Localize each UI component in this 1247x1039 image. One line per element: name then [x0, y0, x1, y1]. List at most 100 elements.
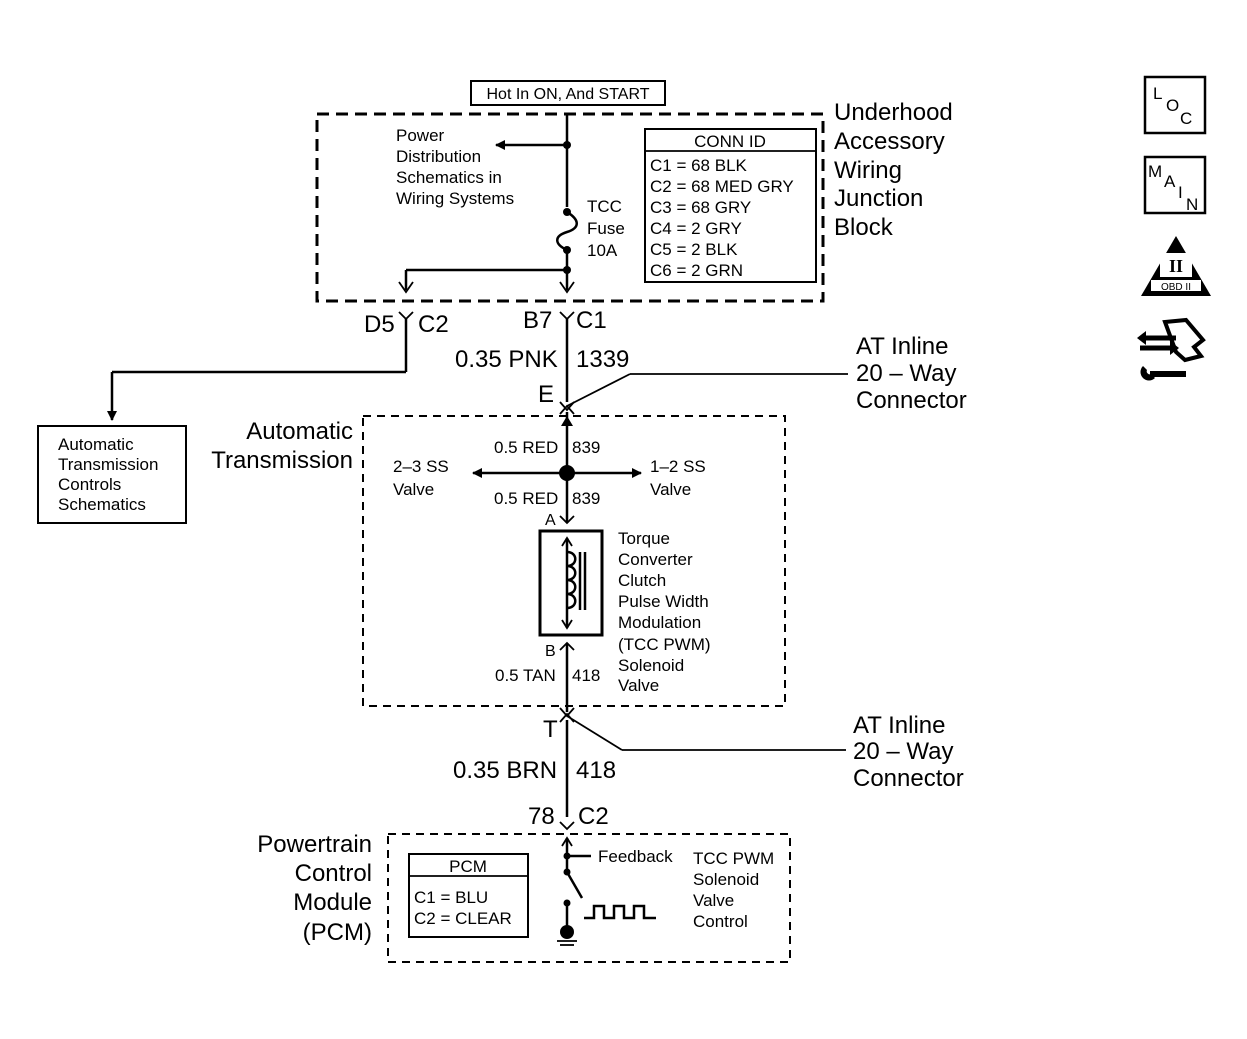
- svg-text:Automatic: Automatic: [246, 418, 353, 445]
- svg-text:Fuse: Fuse: [587, 219, 625, 238]
- svg-text:Schematics in: Schematics in: [396, 168, 502, 187]
- loc-icon[interactable]: L O C: [1143, 75, 1207, 135]
- svg-text:C: C: [1180, 109, 1192, 128]
- tcc-fuse-symbol: [556, 210, 578, 252]
- wire-tan-circuit: 418: [572, 666, 600, 685]
- svg-text:Pulse Width: Pulse Width: [618, 592, 709, 611]
- inline-connector-bottom-label: AT Inline 20 – Way Connector: [853, 712, 964, 792]
- svg-text:Block: Block: [834, 214, 894, 241]
- svg-text:L: L: [1153, 84, 1162, 103]
- conn-id-table: CONN ID C1 = 68 BLK C2 = 68 MED GRY C3 =…: [644, 128, 817, 283]
- connector-b: B: [545, 643, 556, 660]
- svg-text:Valve: Valve: [693, 891, 734, 910]
- svg-text:Torque: Torque: [618, 529, 670, 548]
- svg-text:Connector: Connector: [856, 387, 967, 414]
- svg-text:AT Inline: AT Inline: [853, 712, 946, 739]
- wire-pnk: 0.35 PNK: [455, 346, 558, 373]
- atc-schematics-label: Automatic Transmission Controls Schemati…: [58, 435, 158, 514]
- connector-e: E: [538, 381, 554, 408]
- connector-t: T: [543, 716, 558, 743]
- svg-text:I: I: [1178, 183, 1183, 202]
- svg-text:Valve: Valve: [393, 480, 434, 499]
- wire-red-top-circuit: 839: [572, 438, 600, 457]
- svg-text:II: II: [1169, 256, 1183, 276]
- svg-text:Control: Control: [295, 860, 372, 887]
- wire-red-top: 0.5 RED: [494, 438, 558, 457]
- svg-text:C4 = 2 GRY: C4 = 2 GRY: [650, 219, 742, 238]
- wire-brn: 0.35 BRN: [453, 757, 557, 784]
- obd-ii-icon[interactable]: II OBD II: [1141, 236, 1211, 296]
- svg-text:TCC: TCC: [587, 197, 622, 216]
- pwm-waveform-icon: [584, 904, 656, 920]
- svg-text:10A: 10A: [587, 241, 618, 260]
- svg-text:Clutch: Clutch: [618, 571, 666, 590]
- tcc-fuse-label: TCC Fuse 10A: [587, 197, 625, 260]
- connector-tool-icon[interactable]: [1137, 317, 1206, 381]
- svg-text:Valve: Valve: [618, 676, 659, 695]
- svg-text:Junction: Junction: [834, 185, 923, 212]
- svg-text:Underhood: Underhood: [834, 99, 953, 126]
- svg-text:C5 = 2 BLK: C5 = 2 BLK: [650, 240, 738, 259]
- svg-text:C2 = 68 MED GRY: C2 = 68 MED GRY: [650, 177, 794, 196]
- svg-text:(TCC PWM): (TCC PWM): [618, 635, 711, 654]
- svg-text:Wiring: Wiring: [834, 157, 902, 184]
- svg-text:Modulation: Modulation: [618, 613, 701, 632]
- ss12-valve-label: 1–2 SS Valve: [650, 457, 706, 499]
- svg-text:Automatic: Automatic: [58, 435, 134, 454]
- svg-text:Valve: Valve: [650, 480, 691, 499]
- svg-text:CONN ID: CONN ID: [694, 132, 766, 151]
- connector-d5: D5: [364, 311, 395, 338]
- connector-78: 78: [528, 803, 555, 830]
- svg-text:Transmission: Transmission: [58, 455, 158, 474]
- power-distribution-label: Power Distribution Schematics in Wiring …: [396, 126, 514, 208]
- svg-text:C1 = 68 BLK: C1 = 68 BLK: [650, 156, 748, 175]
- tcc-pwm-solenoid-symbol: [538, 529, 604, 637]
- svg-text:Transmission: Transmission: [211, 447, 353, 474]
- feedback-label: Feedback: [598, 847, 673, 866]
- wire-brn-circuit: 418: [576, 757, 616, 784]
- svg-text:Powertrain: Powertrain: [257, 831, 372, 858]
- svg-text:O: O: [1166, 96, 1179, 115]
- wire-red-bot-circuit: 839: [572, 489, 600, 508]
- pcm-switch: [565, 871, 584, 899]
- svg-text:2–3 SS: 2–3 SS: [393, 457, 449, 476]
- pcm-title: Powertrain Control Module (PCM): [257, 831, 372, 946]
- svg-text:Connector: Connector: [853, 765, 964, 792]
- svg-text:20 – Way: 20 – Way: [856, 360, 957, 387]
- connector-c1: C1: [576, 307, 607, 334]
- tcc-pwm-control-label: TCC PWM Solenoid Valve Control: [693, 849, 774, 931]
- wire-tan: 0.5 TAN: [495, 666, 556, 685]
- connector-arrow-d5: [398, 281, 414, 294]
- svg-text:Schematics: Schematics: [58, 495, 146, 514]
- svg-text:Converter: Converter: [618, 550, 693, 569]
- svg-text:M: M: [1148, 162, 1162, 181]
- svg-text:Solenoid: Solenoid: [618, 656, 684, 675]
- transmission-box: [362, 415, 786, 707]
- svg-text:Solenoid: Solenoid: [693, 870, 759, 889]
- wire-pnk-circuit: 1339: [576, 346, 629, 373]
- wire-red-bot: 0.5 RED: [494, 489, 558, 508]
- inline-connector-top-label: AT Inline 20 – Way Connector: [856, 333, 967, 414]
- connector-c2-left: C2: [418, 311, 449, 338]
- svg-text:C1 = BLU: C1 = BLU: [414, 888, 488, 907]
- connector-arrow-b7: [559, 281, 575, 294]
- hot-in-label: Hot In ON, And START: [486, 86, 649, 103]
- svg-text:C2 = CLEAR: C2 = CLEAR: [414, 909, 512, 928]
- pcm-connector-table: PCM C1 = BLU C2 = CLEAR: [408, 853, 529, 938]
- main-icon[interactable]: M A I N: [1143, 155, 1207, 215]
- svg-text:Controls: Controls: [58, 475, 121, 494]
- svg-text:Wiring Systems: Wiring Systems: [396, 189, 514, 208]
- svg-text:Power: Power: [396, 126, 445, 145]
- svg-text:OBD II: OBD II: [1161, 282, 1191, 293]
- svg-text:Distribution: Distribution: [396, 147, 481, 166]
- svg-text:N: N: [1186, 195, 1198, 214]
- svg-text:TCC PWM: TCC PWM: [693, 849, 774, 868]
- ground-icon: [560, 925, 574, 939]
- svg-text:C6 = 2 GRN: C6 = 2 GRN: [650, 261, 743, 280]
- uajb-box: [315, 112, 825, 303]
- transmission-title: Automatic Transmission: [211, 418, 353, 474]
- svg-text:20 – Way: 20 – Way: [853, 738, 954, 765]
- uajb-title: Underhood Accessory Wiring Junction Bloc…: [834, 99, 953, 241]
- ss23-valve-label: 2–3 SS Valve: [393, 457, 449, 499]
